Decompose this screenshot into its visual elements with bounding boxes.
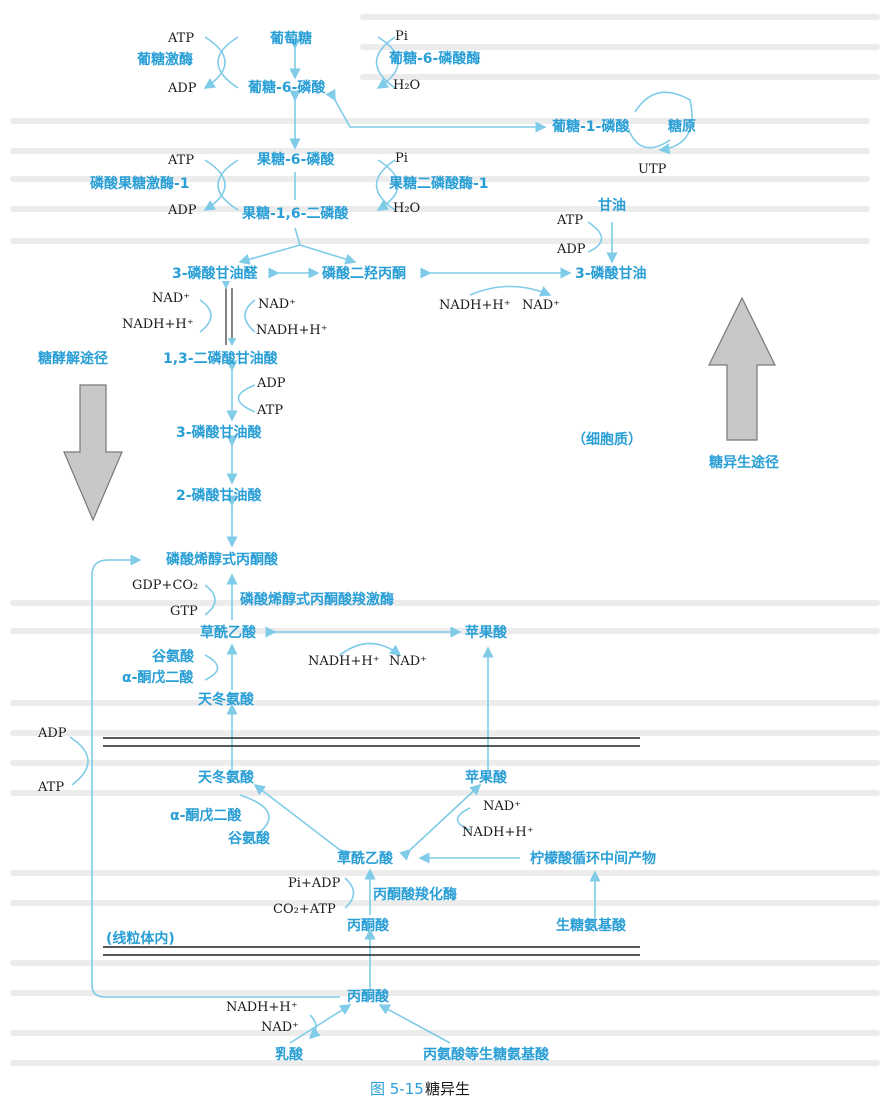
cofactor-adp-2: ADP	[168, 203, 197, 218]
node-pyruvate-mito: 丙酮酸	[347, 918, 389, 934]
cofactor-adp-3: ADP	[557, 242, 586, 257]
node-glutamate-cytosol: 谷氨酸	[152, 649, 194, 665]
node-aspartate-mito: 天冬氨酸	[198, 770, 254, 786]
node-g1p: 葡糖-1-磷酸	[552, 119, 630, 135]
cofactor-pi-adp: Pi+ADP	[288, 876, 341, 891]
node-f16bp: 果糖-1,6-二磷酸	[242, 206, 349, 222]
cofactor-h2o: H₂O	[393, 78, 421, 93]
cofactor-nadh-mal: NADH+H⁺	[308, 654, 380, 669]
cofactor-nad-g3p: NAD⁺	[522, 298, 561, 313]
cofactor-nadh-mito: NADH+H⁺	[462, 825, 534, 840]
node-g6p: 葡糖-6-磷酸	[248, 80, 326, 96]
node-alanine: 丙氨酸等生糖氨基酸	[423, 1047, 549, 1063]
cofactor-pi-2: Pi	[395, 151, 408, 166]
cofactor-h2o-2: H₂O	[393, 201, 421, 216]
fbpase1-label: 果糖二磷酸酶-1	[389, 176, 489, 192]
figure-title: 糖异生	[425, 1080, 471, 1098]
region-glycolysis: 糖酵解途径	[38, 351, 108, 367]
node-3pg: 3-磷酸甘油酸	[176, 425, 262, 441]
pepck-label: 磷酸烯醇式丙酮酸羧激酶	[240, 592, 394, 608]
glycolysis-direction-arrow	[63, 384, 123, 522]
node-pyruvate-cytosol: 丙酮酸	[347, 989, 389, 1005]
node-akg-mito: α-酮戊二酸	[170, 808, 242, 824]
cofactor-nad-lac: NAD⁺	[261, 1020, 300, 1035]
cofactor-nad-right: NAD⁺	[258, 297, 297, 312]
cofactor-nadh-lac: NADH+H⁺	[226, 1000, 298, 1015]
cofactor-atp-4: ATP	[257, 403, 284, 418]
cofactor-nadh-left: NADH+H⁺	[122, 317, 194, 332]
node-glucogenic-aa: 生糖氨基酸	[556, 918, 626, 934]
cofactor-atp: ATP	[168, 31, 195, 46]
node-lactate: 乳酸	[275, 1047, 303, 1063]
node-g3p-aldehyde: 3-磷酸甘油醛	[172, 266, 258, 282]
node-pep: 磷酸烯醇式丙酮酸	[166, 552, 278, 568]
node-glycogen: 糖原	[668, 119, 696, 135]
cofactor-nadh-g3p: NADH+H⁺	[439, 298, 511, 313]
node-malate-cytosol: 苹果酸	[465, 625, 507, 641]
node-oaa-cytosol: 草酰乙酸	[200, 625, 256, 641]
cofactor-atp-3: ATP	[557, 213, 584, 228]
node-akg-cytosol: α-酮戊二酸	[122, 670, 194, 686]
node-oaa-mito: 草酰乙酸	[337, 851, 393, 867]
pfk1-label: 磷酸果糖激酶-1	[90, 176, 190, 192]
node-glycerol: 甘油	[598, 198, 626, 214]
figure-number: 图 5-15	[370, 1080, 424, 1098]
cofactor-utp: UTP	[638, 162, 667, 177]
g6pase-label: 葡糖-6-磷酸酶	[389, 51, 481, 67]
cofactor-gdp-co2: GDP+CO₂	[132, 578, 199, 593]
cofactor-atp-5: ATP	[38, 780, 65, 795]
node-glutamate-mito: 谷氨酸	[228, 831, 270, 847]
cofactor-nad-mito: NAD⁺	[483, 799, 522, 814]
cofactor-nad-mal: NAD⁺	[389, 654, 428, 669]
region-mitochondria: (线粒体内)	[106, 931, 175, 947]
cofactor-gtp: GTP	[170, 604, 198, 619]
node-malate-mito: 苹果酸	[465, 770, 507, 786]
node-tca-intermediates: 柠檬酸循环中间产物	[530, 851, 656, 867]
node-glucose: 葡萄糖	[270, 31, 312, 47]
cofactor-adp: ADP	[168, 81, 197, 96]
gluconeogenesis-direction-arrow	[708, 296, 776, 441]
node-aspartate-cytosol: 天冬氨酸	[198, 692, 254, 708]
cofactor-adp-5: ADP	[38, 726, 67, 741]
node-13bpg: 1,3-二磷酸甘油酸	[163, 351, 278, 367]
region-cytosol: （细胞质）	[572, 432, 642, 448]
cofactor-nadh-right: NADH+H⁺	[256, 323, 328, 338]
cofactor-atp-2: ATP	[168, 153, 195, 168]
cofactor-adp-4: ADP	[257, 376, 286, 391]
region-gluconeogenesis: 糖异生途径	[709, 455, 779, 471]
node-f6p: 果糖-6-磷酸	[257, 152, 335, 168]
node-glycerol-3p: 3-磷酸甘油	[575, 266, 647, 282]
node-2pg: 2-磷酸甘油酸	[176, 488, 262, 504]
pyruvate-carboxylase-label: 丙酮酸羧化酶	[373, 887, 457, 903]
cofactor-co2-atp: CO₂+ATP	[273, 902, 336, 917]
cofactor-pi: Pi	[395, 29, 408, 44]
cofactor-nad-left: NAD⁺	[152, 291, 191, 306]
node-dhap: 磷酸二羟丙酮	[322, 266, 406, 282]
hexokinase-label: 葡糖激酶	[137, 52, 193, 68]
